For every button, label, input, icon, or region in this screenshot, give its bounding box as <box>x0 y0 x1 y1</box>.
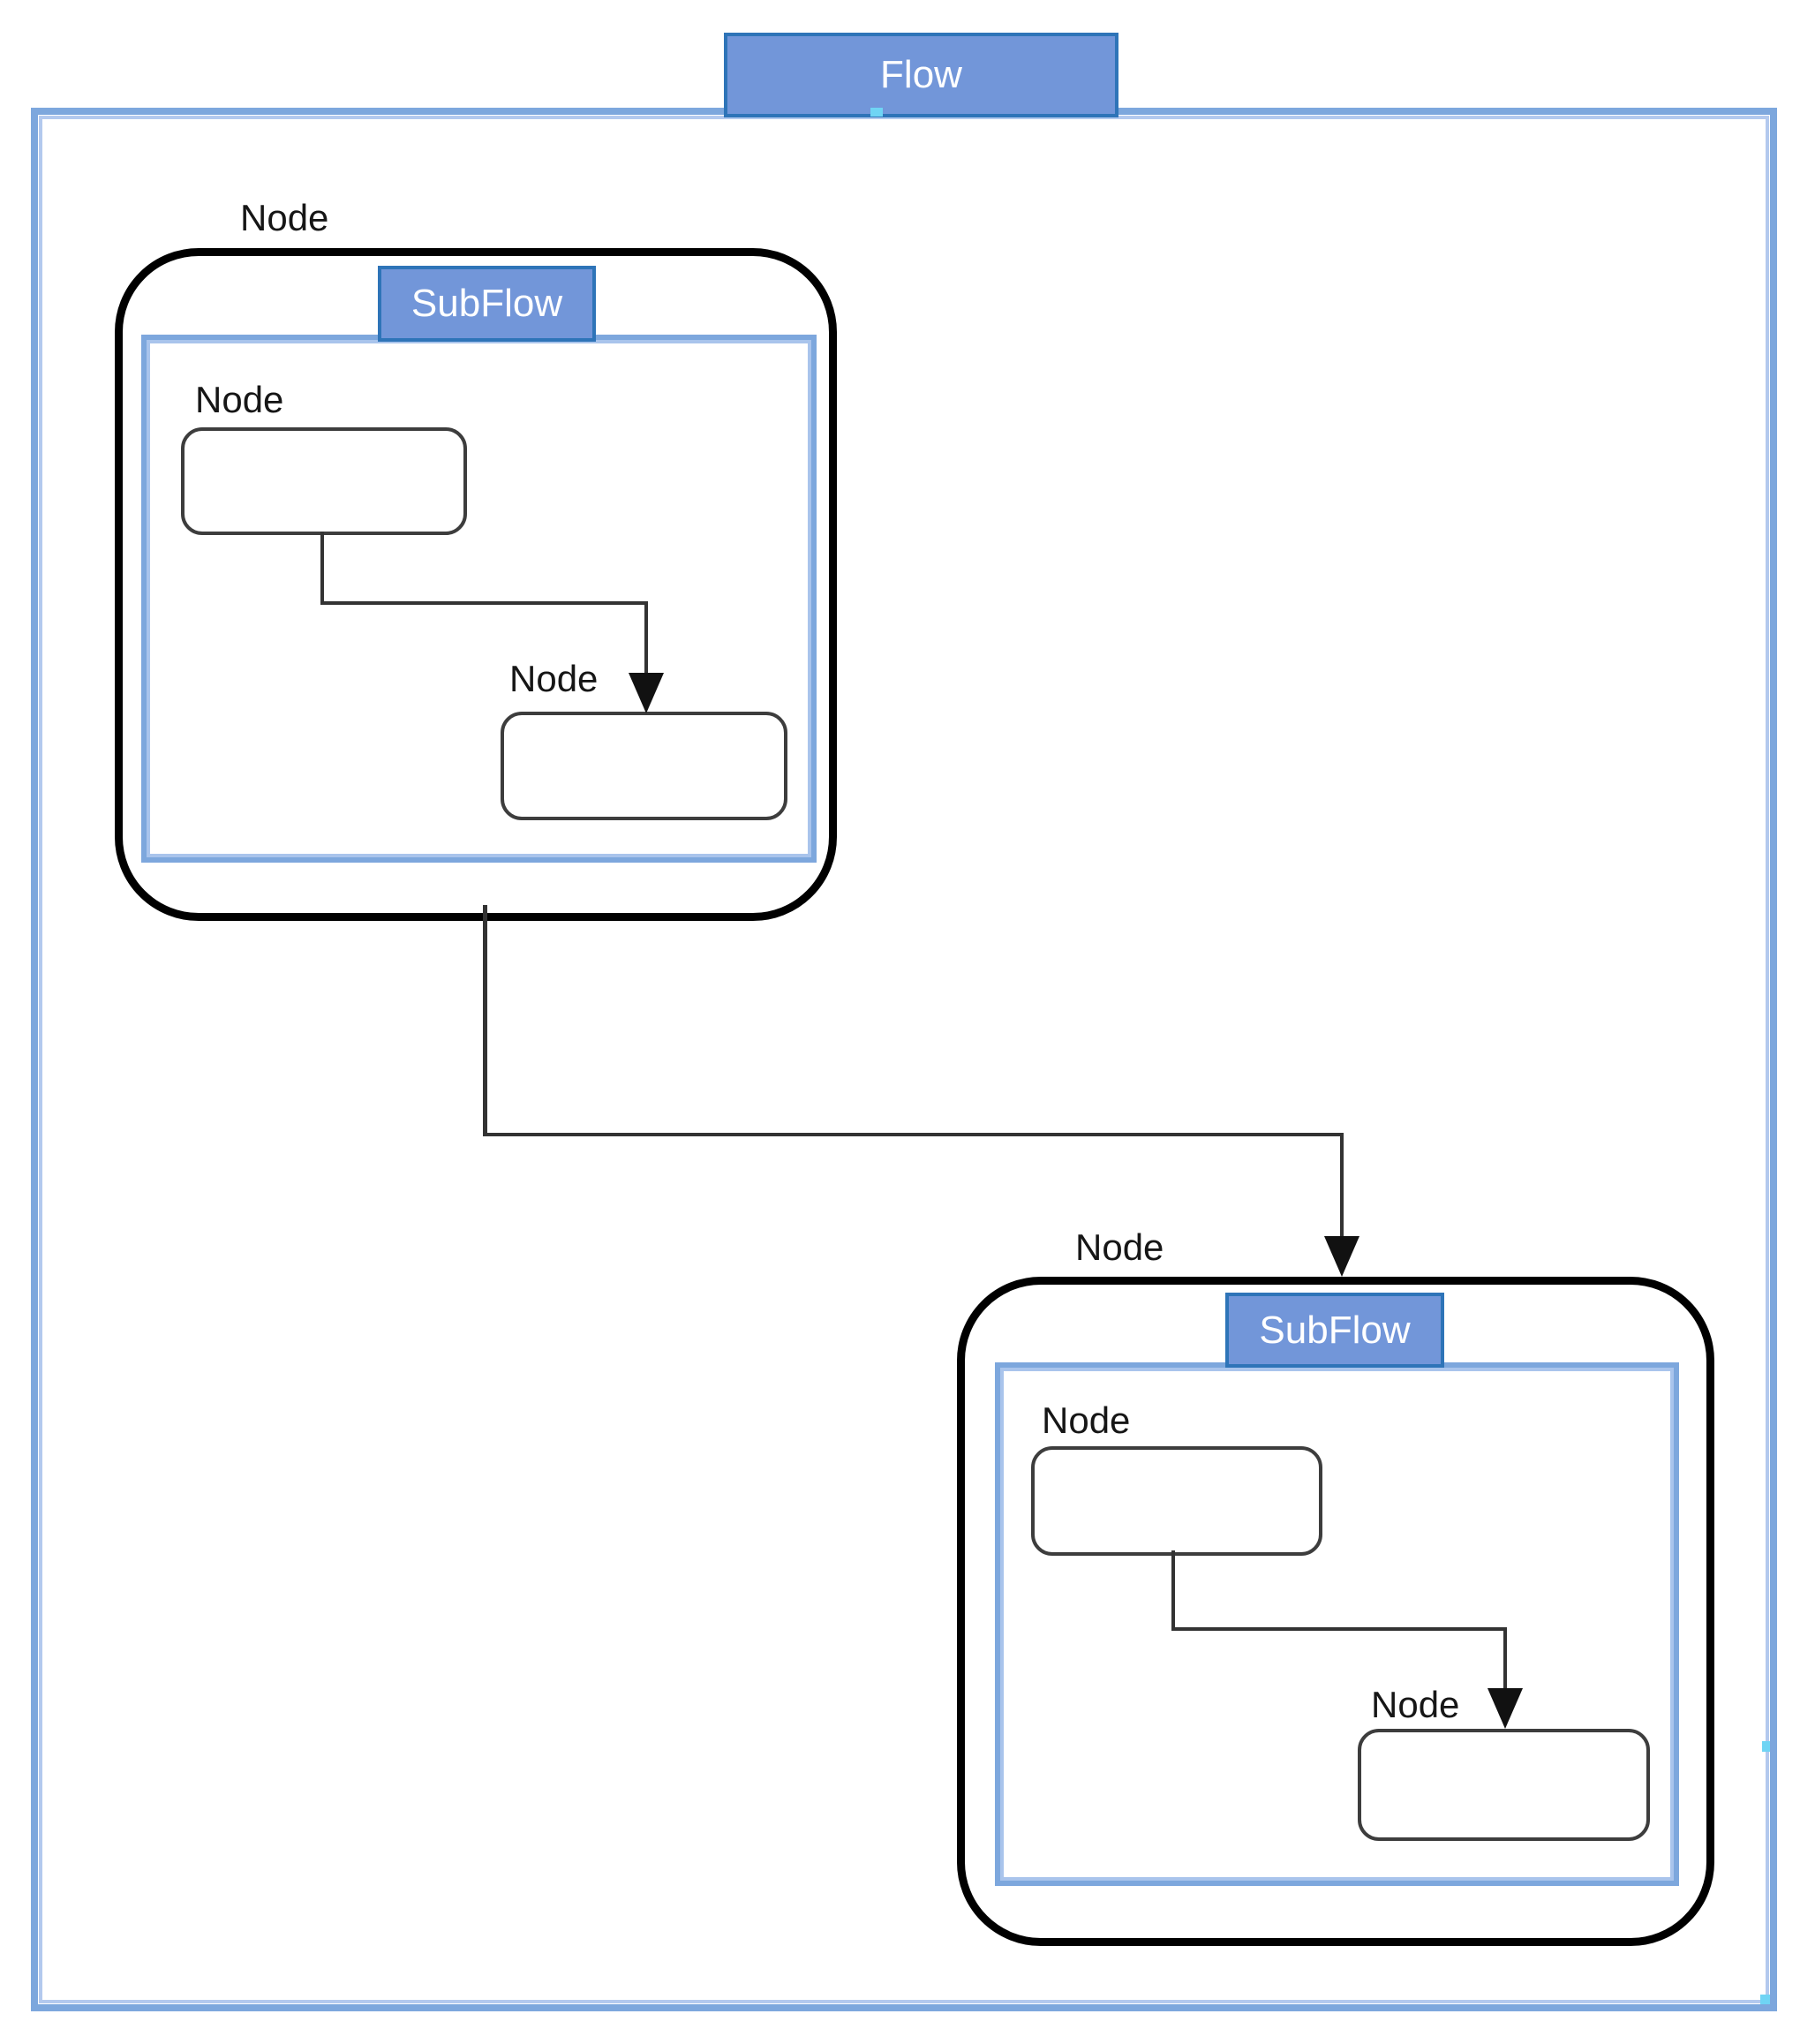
node1-subflow-tab-label: SubFlow <box>410 282 563 325</box>
flow-tab: Flow <box>724 33 1118 117</box>
connector-node1a-node1b-segment <box>320 532 324 605</box>
node1-label: Node <box>240 197 329 238</box>
node2-label: Node <box>1075 1226 1164 1268</box>
node2-subflow-tab-label: SubFlow <box>1259 1308 1411 1352</box>
connector-node2a-node2b-segment <box>1171 1627 1507 1631</box>
node2a-box <box>1031 1446 1322 1556</box>
node1-container <box>115 248 837 921</box>
arrowhead-down-icon <box>1487 1688 1523 1729</box>
node2b-label: Node <box>1371 1684 1460 1725</box>
arrowhead-down-icon <box>1324 1236 1359 1277</box>
connector-node1a-node1b-segment <box>320 601 648 605</box>
node2a-label: Node <box>1042 1399 1131 1441</box>
connection-point <box>1760 1995 1770 2004</box>
node1b-box <box>501 712 787 820</box>
node2b-box <box>1358 1729 1650 1841</box>
connector-node1-node2-segment <box>1340 1133 1344 1239</box>
node1a-label: Node <box>195 379 284 420</box>
connection-point <box>870 108 883 117</box>
node1b-label: Node <box>509 658 599 699</box>
node1a-box <box>181 427 467 535</box>
connector-node1-node2-segment <box>483 905 487 1136</box>
connector-node2a-node2b-segment <box>1171 1550 1175 1631</box>
connection-point <box>1762 1741 1770 1752</box>
connector-node1-node2-segment <box>483 1133 1344 1136</box>
flow-tab-label: Flow <box>880 53 962 96</box>
node1-subflow-tab: SubFlow <box>378 266 596 342</box>
connector-node2a-node2b-segment <box>1503 1627 1507 1693</box>
node2-subflow-tab: SubFlow <box>1225 1293 1444 1368</box>
arrowhead-down-icon <box>629 673 664 713</box>
connector-node1a-node1b-segment <box>644 601 648 681</box>
node2-container <box>957 1277 1714 1946</box>
